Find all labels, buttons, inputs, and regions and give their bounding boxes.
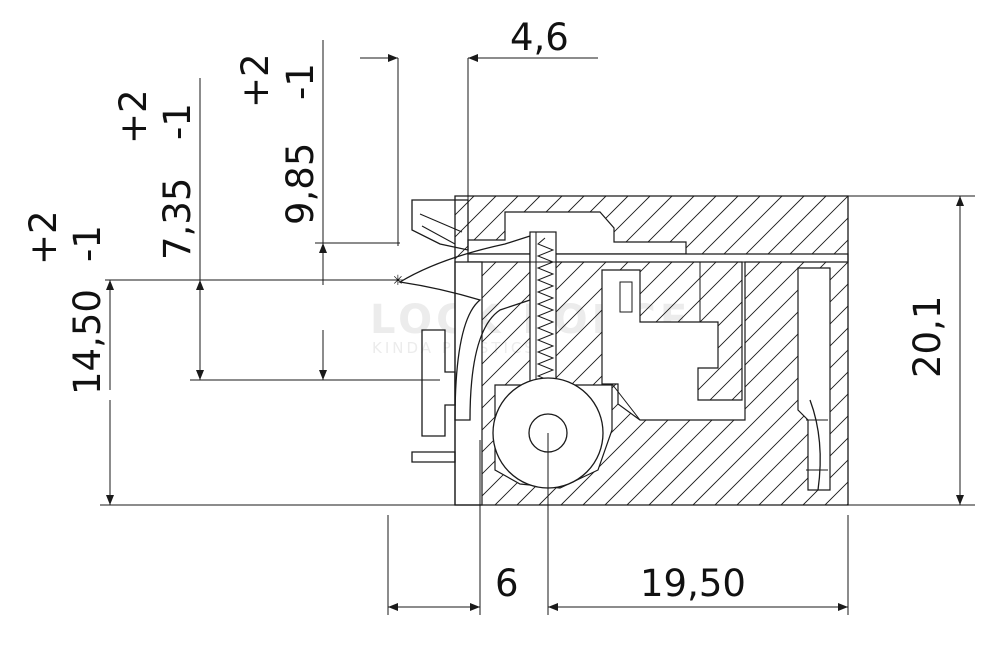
- dim-14-50-value: 14,50: [66, 289, 109, 395]
- left-stop: [421, 329, 456, 437]
- dimension-labels: 4,6 9,85 +2 -1 7,35 +2 -1 14,50 +2 -1 20…: [22, 16, 949, 605]
- spring-curve: [809, 399, 821, 491]
- dim-14-50-tol-plus: +2: [22, 210, 65, 265]
- left-tab: [411, 451, 456, 463]
- latch-arm: [398, 235, 531, 421]
- dim-7-35-value: 7,35: [156, 178, 199, 260]
- dim-bottom-left: 6: [495, 562, 519, 605]
- dim-7-35-tol-plus: +2: [112, 89, 155, 144]
- part-section: [398, 195, 849, 506]
- dim-9-85-value: 9,85: [279, 143, 322, 225]
- dim-7-35-tol-minus: -1: [156, 103, 199, 140]
- dim-9-85-tol-plus: +2: [234, 53, 277, 108]
- dim-top-offset: 4,6: [510, 16, 569, 59]
- dim-height: 20,1: [906, 296, 949, 378]
- dim-14-50-tol-minus: -1: [66, 225, 109, 262]
- threaded-screw: [529, 231, 557, 383]
- svg-text:✳: ✳: [392, 273, 404, 289]
- left-lip: [411, 199, 469, 251]
- dim-9-85-tol-minus: -1: [279, 63, 322, 100]
- dim-bottom-right: 19,50: [640, 562, 746, 605]
- dimension-lines: ✳: [100, 40, 975, 615]
